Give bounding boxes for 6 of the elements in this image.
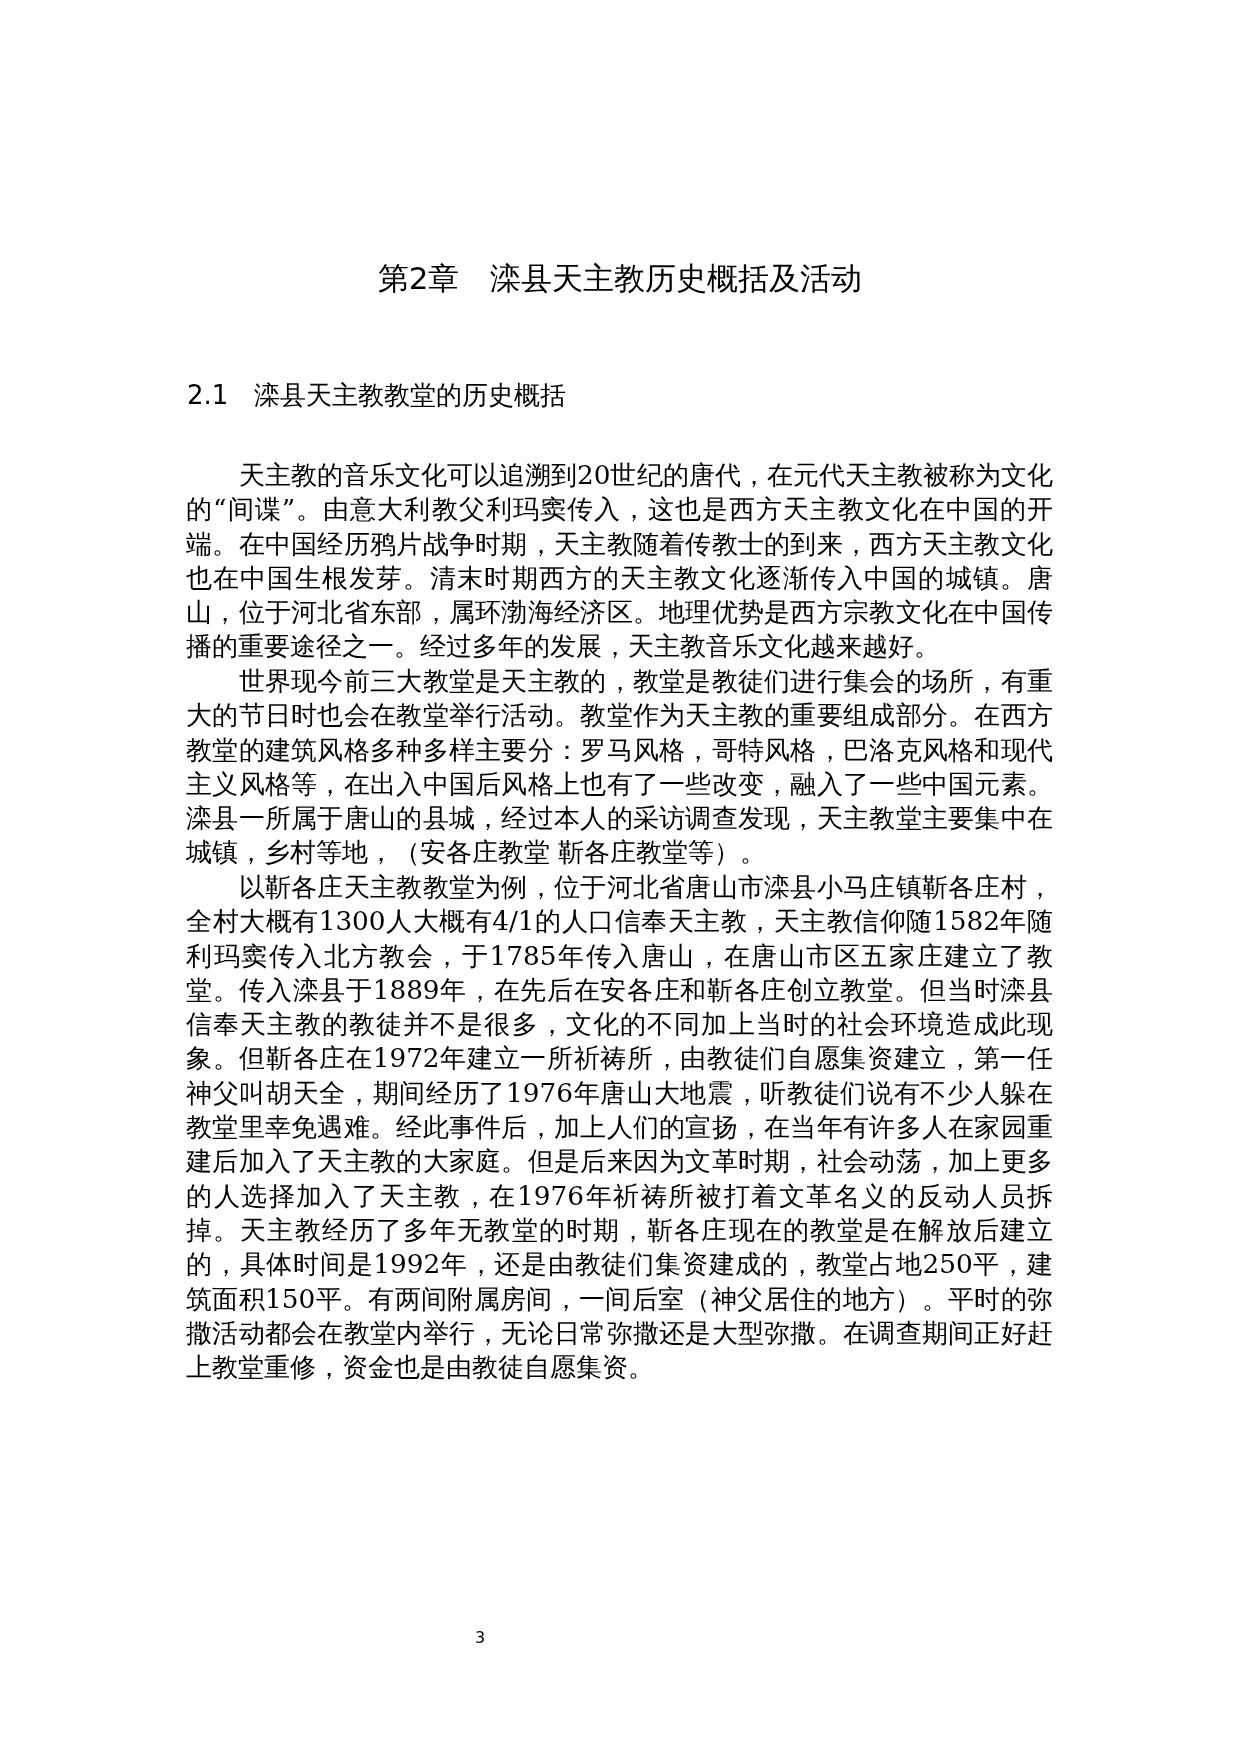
paragraph: 天主教的音乐文化可以追溯到20世纪的唐代，在元代天主教被称为文化的“间谍”。由意大利教父利玛窦传入，这也是西方天主教文化在中国的开端。在中国经历鸦片战争时期，天主教随着传教士的到来，西方天主教文化也在中国生根发芽。清末时期西方的天主教文化逐渐传入中国的城镇。唐山，位于河北省东部，属环渤海经济区。地理优势是西方宗教文化在中国传播的重要途径之一。经过多年的发展，天主教音乐文化越来越好。 bbox=[186, 459, 1053, 664]
page-number: 3 bbox=[473, 1628, 487, 1647]
paragraph: 以靳各庄天主教教堂为例，位于河北省唐山市滦县小马庄镇靳各庄村，全村大概有1300人大概有4/1的人口信奉天主教，天主教信仰随1582年随利玛窦传入北方教会，于1785年传入唐山，在唐山市区五家庄建立了教堂。传入滦县于1889年，在先后在安各庄和靳各庄创立教堂。但当时滦县信奉天主教的教徒并不是很多，文化的不同加上当时的社会环境造成此现象。但靳各庄在1972年建立一所祈祷所，由教徒们自愿集资建立，第一任神父叫胡天全，期间经历了1976年唐山大地震，听教徒们说有不少人躲在教堂里幸免遇难。经此事件后，加上人们的宣扬，在当年有许多人在家园重建后加入了天主教的大家庭。但是后来因为文革时期，社会动荡，加上更多的人选择加入了天主教，在1976年祈祷所被打着文革名义的反动人员拆掉。天主教经历了多年无教堂的时期，靳各庄现在的教堂是在解放后建立的，具体时间是1992年，还是由教徒们集资建成的，教堂占地250平，建筑面积150平。有两间附属房间，一间后室（神父居住的地方）。平时的弥撒活动都会在教堂内举行，无论日常弥撒还是大型弥撒。在调查期间正好赶上教堂重修，资金也是由教徒自愿集资。 bbox=[186, 871, 1053, 1385]
chapter-title: 第2章 滦县天主教历史概括及活动 bbox=[376, 259, 864, 298]
section-heading: 2.1 滦县天主教教堂的历史概括 bbox=[187, 379, 567, 412]
paragraph: 世界现今前三大教堂是天主教的，教堂是教徒们进行集会的场所，有重大的节日时也会在教堂举行活动。教堂作为天主教的重要组成部分。在西方教堂的建筑风格多种多样主要分：罗马风格，哥特风格，巴洛克风格和现代主义风格等，在出入中国后风格上也有了一些改变，融入了一些中国元素。滦县一所属于唐山的县城，经过本人的采访调查发现，天主教堂主要集中在城镇，乡村等地，（安各庄教堂 靳各庄教堂等）。 bbox=[186, 665, 1053, 870]
